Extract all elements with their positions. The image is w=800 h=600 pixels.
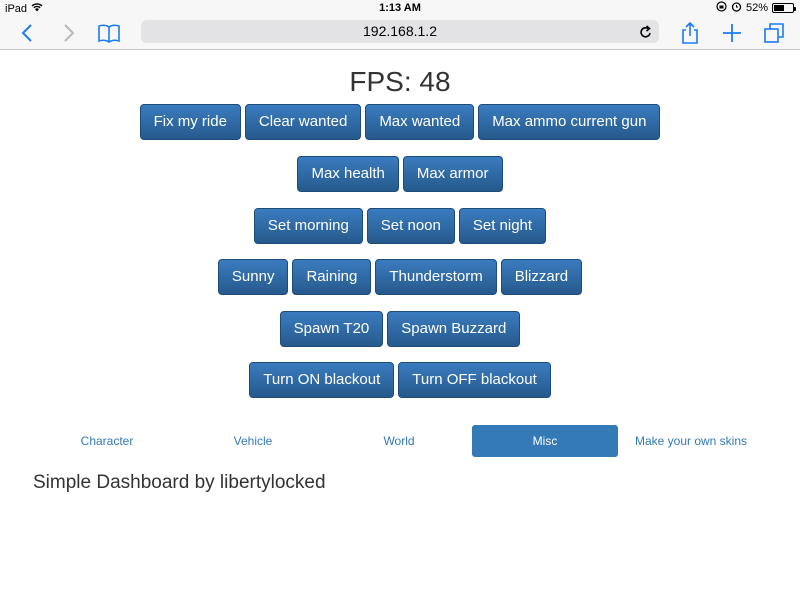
max-wanted-button[interactable]: Max wanted <box>365 104 475 140</box>
tabs-icon[interactable] <box>761 20 787 46</box>
reload-icon[interactable] <box>638 24 653 39</box>
fps-counter: FPS: 48 <box>349 66 451 97</box>
wifi-icon <box>31 2 43 15</box>
nav-tabs: Character Vehicle World Misc Make your own s… <box>34 425 764 457</box>
max-armor-button[interactable]: Max armor <box>402 156 503 192</box>
clock: 1:13 AM <box>379 2 421 14</box>
tab-misc[interactable]: Misc <box>472 425 618 457</box>
tab-world[interactable]: World <box>383 434 415 448</box>
raining-button[interactable]: Raining <box>292 259 372 295</box>
forward-icon[interactable] <box>56 20 82 46</box>
tab-make-your-own-skins[interactable]: Make your own skins <box>634 434 748 448</box>
url-text: 192.168.1.2 <box>363 23 437 39</box>
set-morning-button[interactable]: Set morning <box>253 208 363 244</box>
share-icon[interactable] <box>677 20 703 46</box>
spawn-t20-button[interactable]: Spawn T20 <box>279 311 384 347</box>
set-noon-button[interactable]: Set noon <box>366 208 455 244</box>
turn-on-blackout-button[interactable]: Turn ON blackout <box>249 362 395 398</box>
battery-percent: 52% <box>745 2 768 14</box>
back-icon[interactable] <box>14 20 40 46</box>
sunny-button[interactable]: Sunny <box>217 259 289 295</box>
spawn-buzzard-button[interactable]: Spawn Buzzard <box>387 311 521 347</box>
clear-wanted-button[interactable]: Clear wanted <box>244 104 362 140</box>
max-ammo-current-gun-button[interactable]: Max ammo current gun <box>478 104 661 140</box>
max-health-button[interactable]: Max health <box>297 156 399 192</box>
device-label: iPad <box>5 2 28 15</box>
bookmarks-icon[interactable] <box>96 20 122 46</box>
battery-icon <box>772 3 796 13</box>
fix-my-ride-button[interactable]: Fix my ride <box>139 104 241 140</box>
alarm-icon <box>731 1 742 15</box>
dashboard-title: Simple Dashboard by libertylocked <box>33 472 326 493</box>
turn-off-blackout-button[interactable]: Turn OFF blackout <box>398 362 551 398</box>
new-tab-icon[interactable] <box>719 20 745 46</box>
tab-vehicle[interactable]: Vehicle <box>233 434 273 448</box>
blizzard-button[interactable]: Blizzard <box>500 259 583 295</box>
status-bar: iPad 1:13 AM 52% <box>0 0 800 17</box>
tab-character[interactable]: Character <box>80 434 134 448</box>
orientation-lock-icon <box>716 1 727 15</box>
thunderstorm-button[interactable]: Thunderstorm <box>375 259 497 295</box>
address-bar[interactable]: 192.168.1.2 <box>141 20 659 43</box>
browser-toolbar: 192.168.1.2 <box>0 17 800 50</box>
set-night-button[interactable]: Set night <box>458 208 547 244</box>
